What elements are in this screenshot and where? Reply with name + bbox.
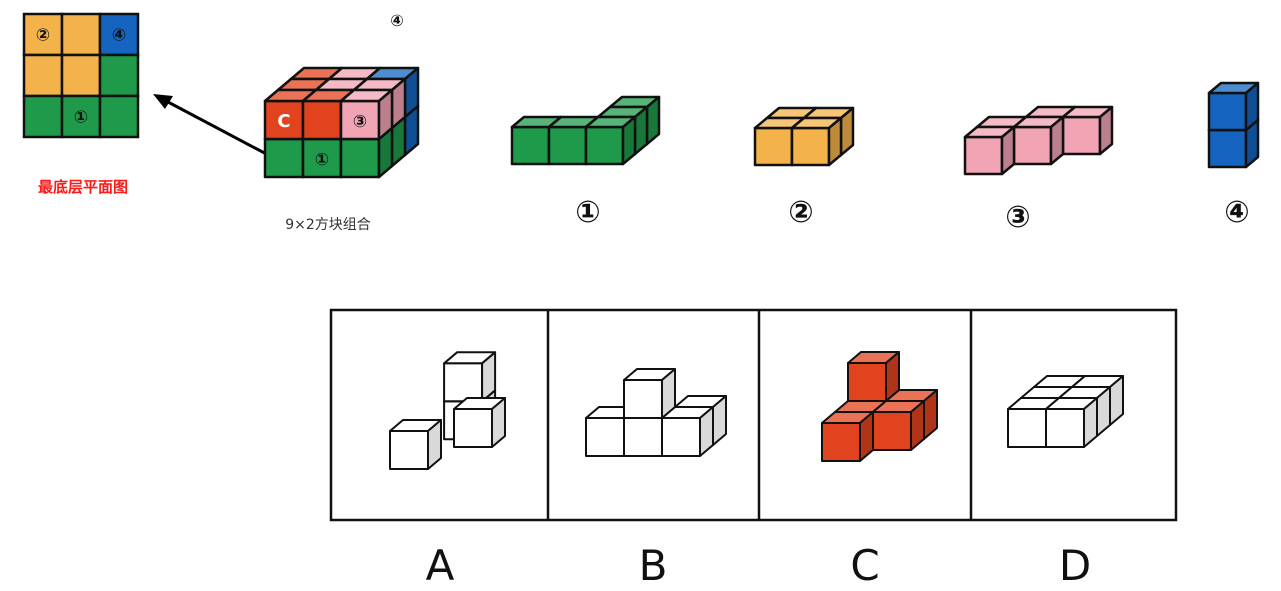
assembly-label: ③ [353, 112, 367, 132]
floor-cell [98, 53, 140, 98]
cube [661, 406, 714, 457]
floor-cell-mark: ② [36, 26, 50, 46]
cube [1207, 81, 1260, 132]
floor-cell [60, 53, 102, 98]
piece-4-shape [1207, 81, 1260, 169]
option-label: B [639, 541, 668, 590]
floor-cell-mark: ④ [112, 26, 126, 46]
cube [872, 400, 925, 451]
cube [584, 115, 637, 166]
floor-cell [98, 94, 140, 139]
piece-label: ④ [1224, 195, 1249, 230]
piece-label: ① [575, 195, 600, 230]
arrow-icon [153, 94, 273, 159]
cube [963, 125, 1016, 176]
cube [821, 411, 874, 462]
floor-cell [60, 12, 102, 57]
cube [389, 419, 442, 470]
option-label: A [426, 541, 455, 590]
floor-cell [22, 94, 64, 139]
cube [339, 88, 394, 141]
piece-2-shape [753, 106, 855, 167]
piece-1-shape [510, 95, 661, 166]
option-label: C [850, 541, 879, 590]
floor-plan-caption: 最底层平面图 [38, 178, 128, 196]
assembly-cube: C ③ ① ④ [263, 11, 420, 179]
assembly-caption: 9×2方块组合 [285, 217, 371, 233]
cube [443, 351, 497, 403]
cube [623, 368, 676, 419]
cube [1012, 115, 1065, 166]
assembly-label: ④ [390, 11, 404, 30]
floor-cell-mark: ① [74, 108, 88, 128]
floor-plan-grid: ② ④ ① [22, 12, 140, 139]
option-c-shape [821, 351, 938, 462]
cube [1061, 105, 1114, 156]
option-a-shape [389, 351, 506, 470]
floor-cell [60, 94, 102, 139]
floor-cell [22, 53, 64, 98]
cube [1045, 397, 1098, 448]
pieces-row: ① ② ③ ④ [510, 81, 1260, 235]
option-d-shape [1007, 375, 1124, 448]
cube [847, 351, 900, 402]
option-label: D [1059, 541, 1091, 590]
options-panel: A B C D [329, 308, 1178, 590]
assembly-label: C [277, 111, 290, 132]
piece-label: ③ [1005, 200, 1030, 235]
piece-label: ② [788, 195, 813, 230]
cube [453, 397, 506, 448]
option-b-shape [585, 368, 727, 457]
cube [790, 116, 843, 167]
piece-3-shape [963, 105, 1114, 176]
assembly-label: ① [315, 150, 329, 170]
